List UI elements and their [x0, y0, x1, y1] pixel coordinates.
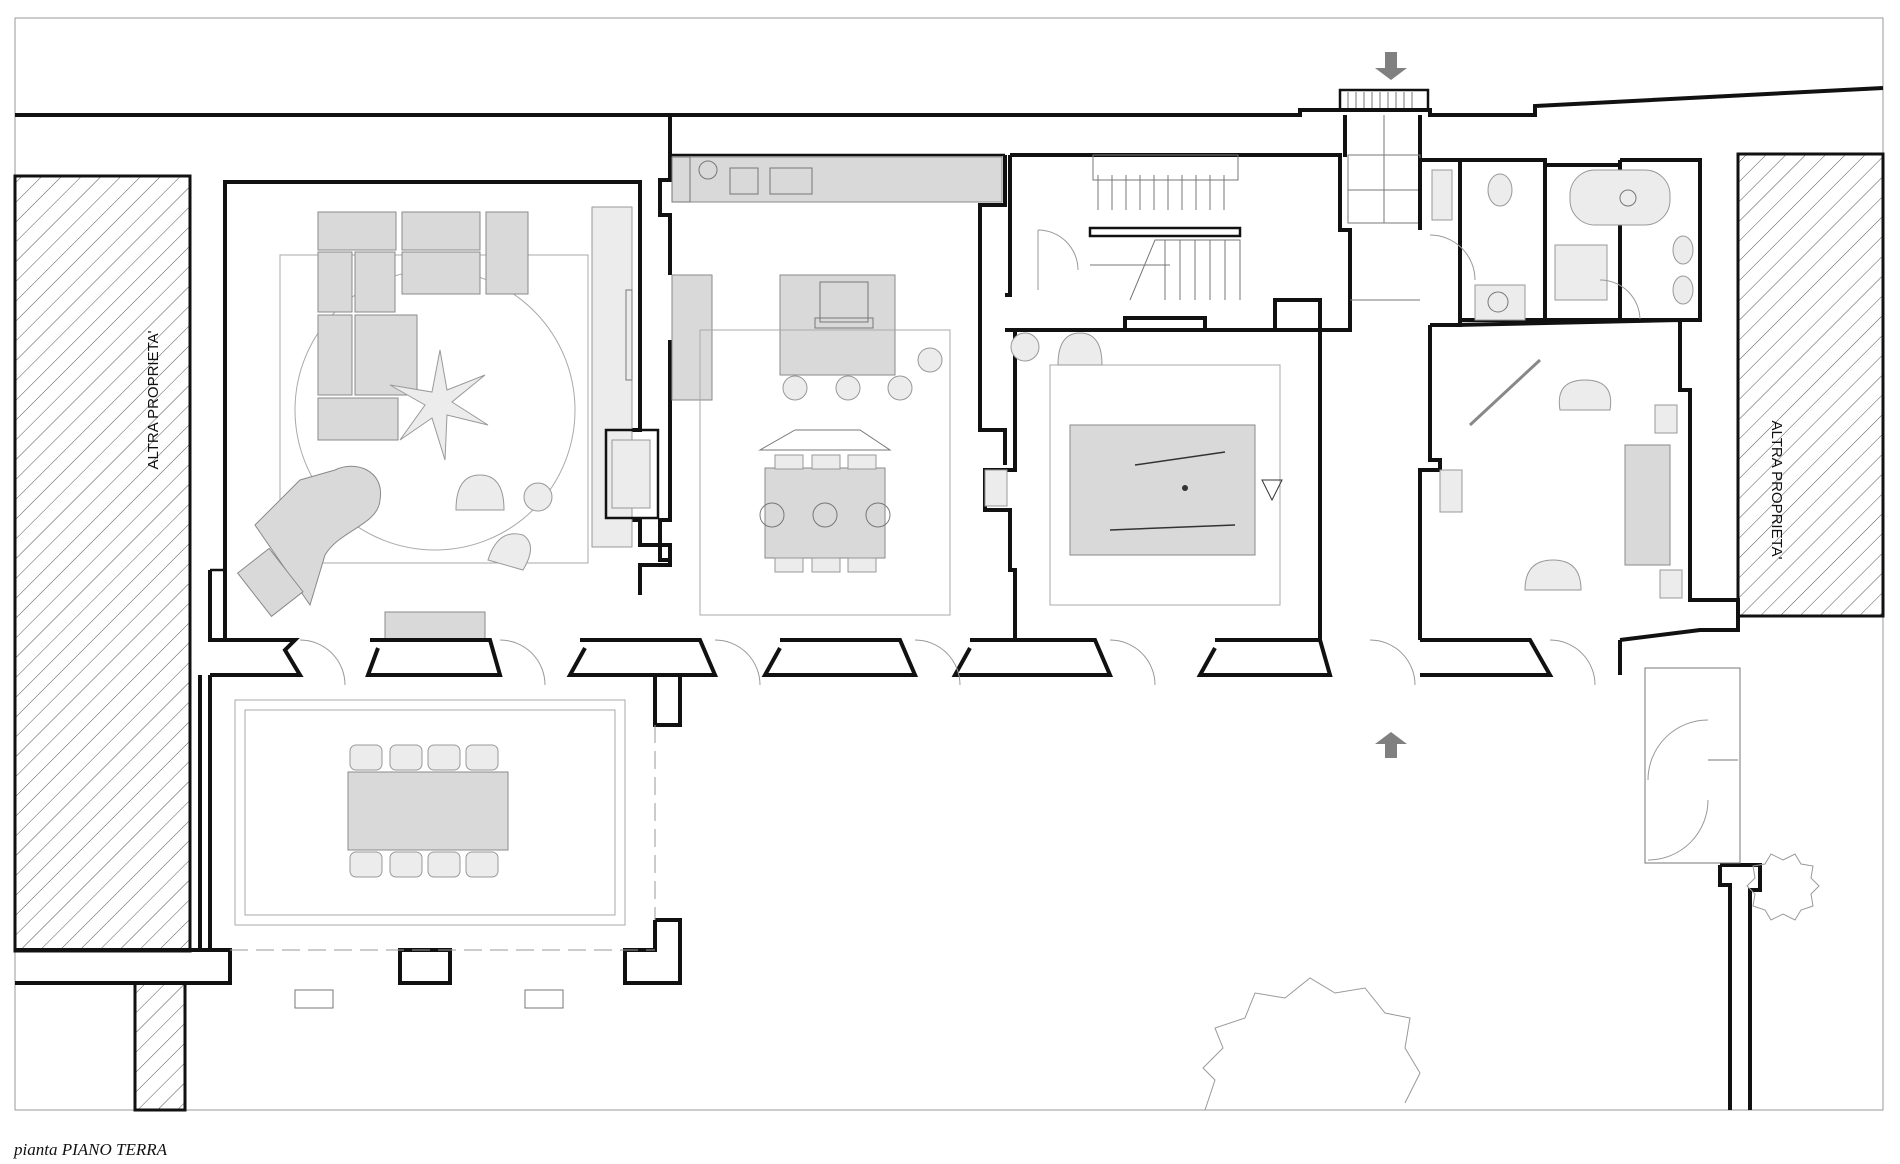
stair-hall	[1005, 88, 1430, 332]
kitchen	[658, 115, 1007, 616]
caption-prefix: pianta	[14, 1140, 58, 1159]
caption-title: PIANO TERRA	[61, 1140, 167, 1159]
study-room	[1418, 317, 1740, 640]
conservatory	[15, 675, 682, 1009]
garden-facade	[208, 570, 1740, 686]
drawing-caption: pianta PIANO TERRA	[14, 1140, 167, 1160]
tree-icon	[1746, 853, 1820, 921]
living-room	[210, 180, 672, 641]
entry-arrow-up-icon	[1375, 732, 1407, 758]
street-facade-wall	[15, 86, 1884, 117]
left-neighbor-hatch	[13, 174, 192, 953]
garden	[1202, 667, 1820, 1111]
billiard-table-icon	[1069, 424, 1256, 556]
billiard-room	[983, 316, 1322, 640]
left-neighbor-label: ALTRA PROPRIETA'	[145, 330, 162, 469]
bottom-neighbor-hatch	[133, 981, 187, 1112]
right-neighbor-hatch	[1736, 152, 1885, 618]
right-neighbor-label: ALTRA PROPRIETA'	[1768, 420, 1785, 559]
bath-area	[1418, 158, 1702, 327]
entry-arrow-down-icon	[1375, 52, 1407, 80]
